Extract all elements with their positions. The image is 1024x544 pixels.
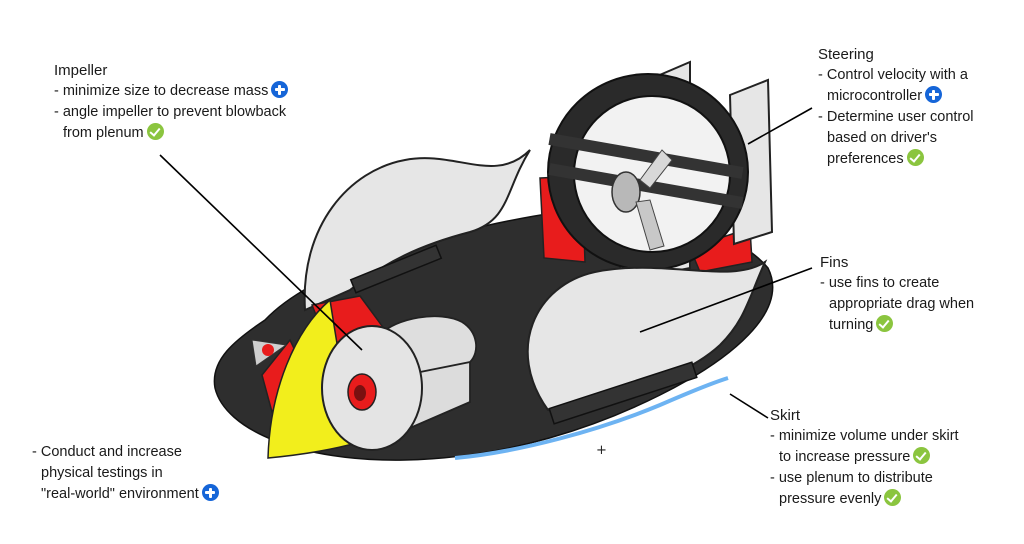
skirt-note-item-1: - minimize volume under skirt [770,428,959,444]
check-circle-icon [146,123,164,140]
fins-note-title: Fins [820,254,849,271]
check-circle-icon [876,315,894,332]
steering-note-item-5: preferences [827,151,904,167]
plus-circle-icon [925,86,943,103]
steering-leader-line [747,107,813,145]
fan-motor [611,171,641,213]
motor-shaft [262,344,274,356]
steering-note-item-3: - Determine user control [818,109,974,125]
fan-blade-lower [635,199,665,251]
steering-note: Steering - Control velocity with a micro… [818,44,974,170]
steering-note-item-2: microcontroller [827,88,923,104]
skirt-leader-line [729,393,769,419]
skirt-note: Skirt - minimize volume under skirt to i… [770,405,959,510]
check-circle-icon [913,447,931,464]
fins-note-item-2: appropriate drag when [829,296,975,312]
left-fin-slot [349,244,443,294]
fins-note-item-1: - use fins to create [820,275,940,291]
impeller-hub [354,385,366,401]
impeller-note-title: Impeller [54,62,108,79]
fins-leader-line [639,267,813,333]
duct-strut-lower [548,163,744,209]
fins-note: Fins - use fins to create appropriate dr… [820,252,974,336]
fan-blade-upper [639,149,673,189]
impeller-note-item-1: - minimize size to decrease mass [54,83,269,99]
plus-circle-icon [271,81,289,98]
steering-note-title: Steering [818,46,874,63]
check-circle-icon [906,149,924,166]
check-circle-icon [884,489,902,506]
duct-strut-upper [548,133,744,179]
impeller-note-item-3: from plenum [63,125,144,141]
impeller-leader-line [159,154,363,351]
testing-note-item-3: "real-world" environment [41,486,199,502]
skirt-note-item-3: - use plenum to distribute [770,470,933,486]
impeller-note-item-2: - angle impeller to prevent blowback [54,104,287,120]
plus-circle-icon [201,484,219,501]
center-marker: + [596,443,607,458]
skirt-edge [454,376,729,460]
skirt-note-item-2: to increase pressure [779,449,911,465]
steering-note-item-1: - Control velocity with a [818,67,968,83]
fins-note-item-3: turning [829,317,874,333]
steering-note-item-4: based on driver's [827,130,937,146]
left-fin [303,149,531,312]
testing-note: - Conduct and increase physical testings… [32,442,219,505]
skirt-note-item-4: pressure evenly [779,491,882,507]
impeller-note: Impeller - minimize size to decrease mas… [54,60,289,144]
skirt-note-title: Skirt [770,407,800,424]
right-fin-slot [548,361,698,425]
impeller-housing-outlet [378,315,477,373]
testing-note-item-2: physical testings in [41,465,163,481]
testing-note-item-1: - Conduct and increase [32,444,182,460]
